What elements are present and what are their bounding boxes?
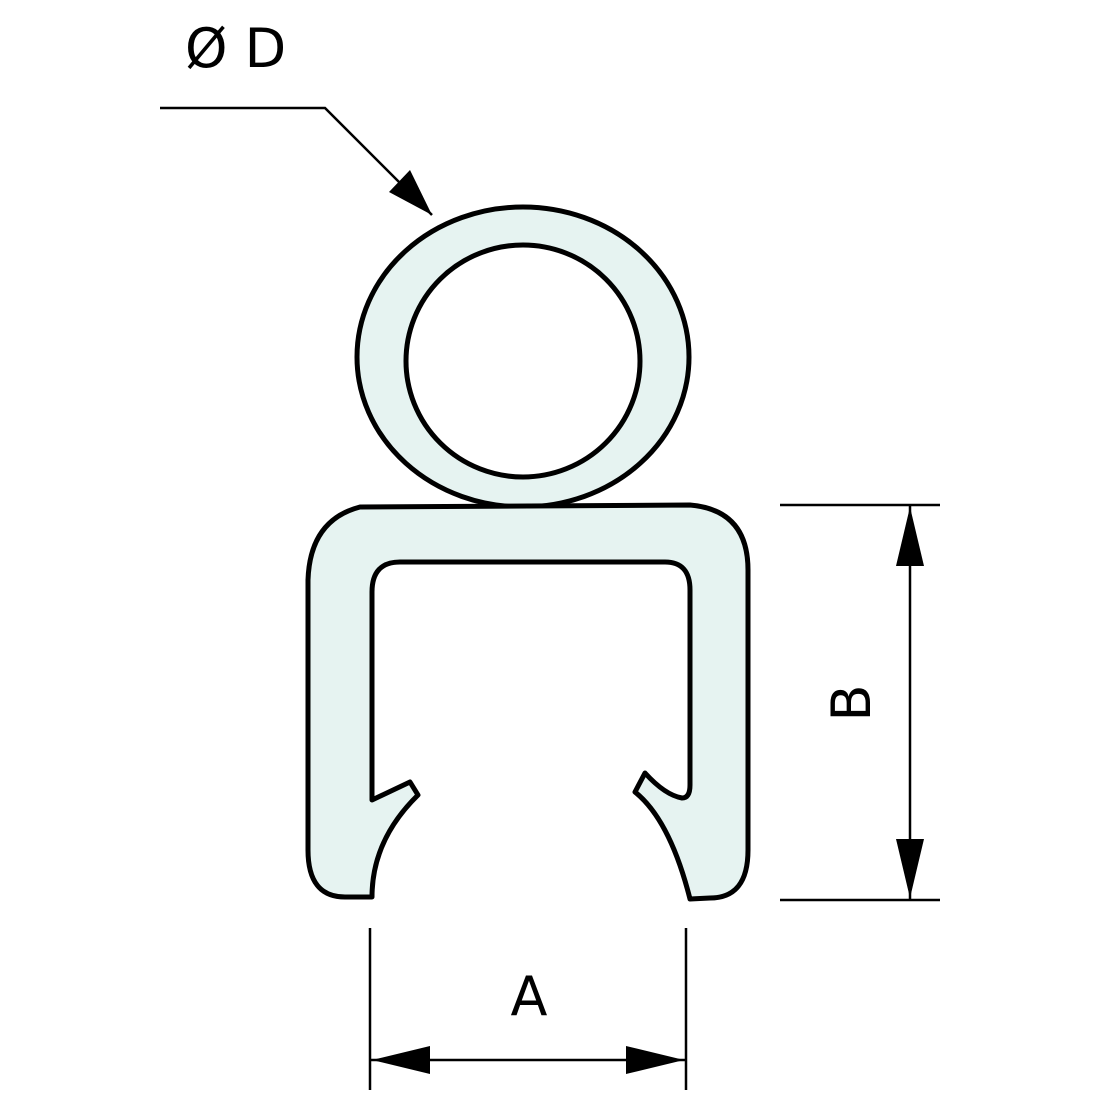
diameter-dimension: Ø D	[160, 17, 433, 216]
width-label: A	[511, 965, 548, 1028]
arrowhead-icon	[372, 1046, 430, 1074]
tube-bulb	[354, 204, 692, 510]
arrowhead-icon	[896, 839, 924, 898]
height-dimension: B	[780, 503, 940, 902]
arrowhead-icon	[389, 170, 432, 215]
arrowhead-icon	[626, 1046, 684, 1074]
height-label: B	[820, 684, 883, 721]
width-dimension: A	[368, 928, 688, 1090]
arrowhead-icon	[896, 507, 924, 566]
diameter-label: Ø D	[185, 17, 286, 80]
clip-profile	[305, 502, 751, 902]
